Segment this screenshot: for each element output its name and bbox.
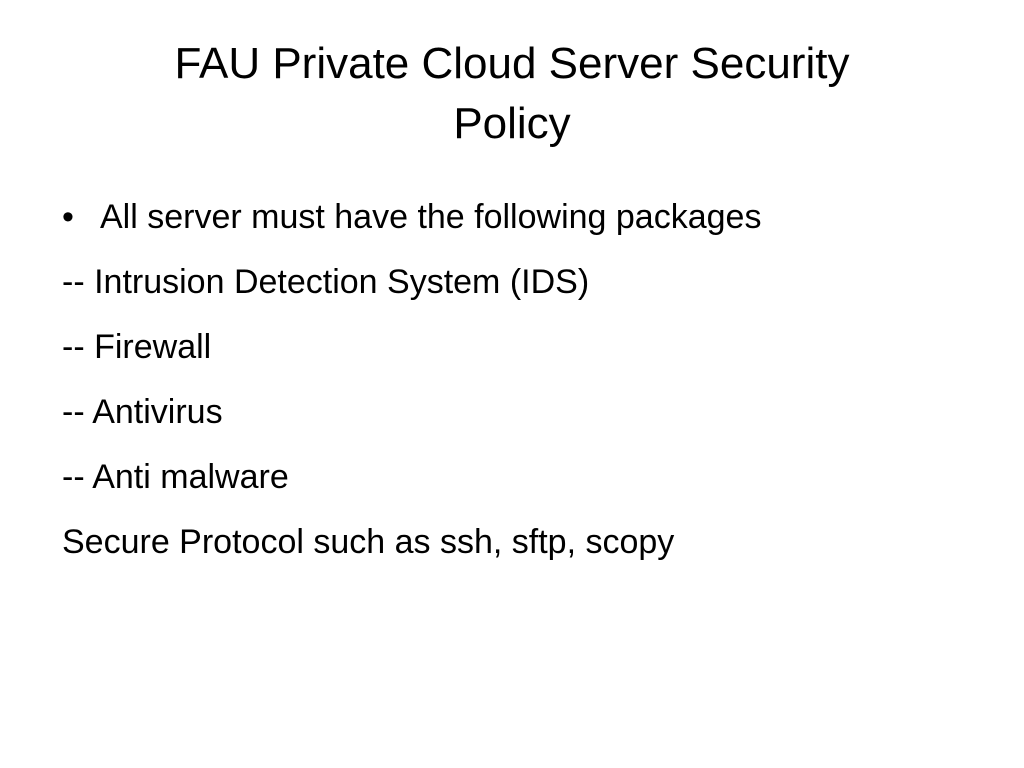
package-item-antivirus: -- Antivirus: [62, 393, 223, 431]
package-item-anti-malware: -- Anti malware: [62, 458, 289, 496]
bullet-text: All server must have the following packa…: [100, 198, 762, 236]
bullet-item: • All server must have the following pac…: [62, 185, 962, 250]
package-item-firewall: -- Firewall: [62, 328, 212, 366]
secure-protocol-line: Secure Protocol such as ssh, sftp, scopy: [62, 523, 675, 561]
package-item-ids: -- Intrusion Detection System (IDS): [62, 263, 590, 301]
slide-title-line-2: Policy: [453, 99, 571, 148]
slide-body: • All server must have the following pac…: [62, 185, 962, 575]
slide-title-line-1: FAU Private Cloud Server Security: [174, 39, 850, 88]
slide-title: FAU Private Cloud Server Security Policy: [60, 34, 964, 154]
bullet-dot-icon: •: [62, 198, 74, 236]
